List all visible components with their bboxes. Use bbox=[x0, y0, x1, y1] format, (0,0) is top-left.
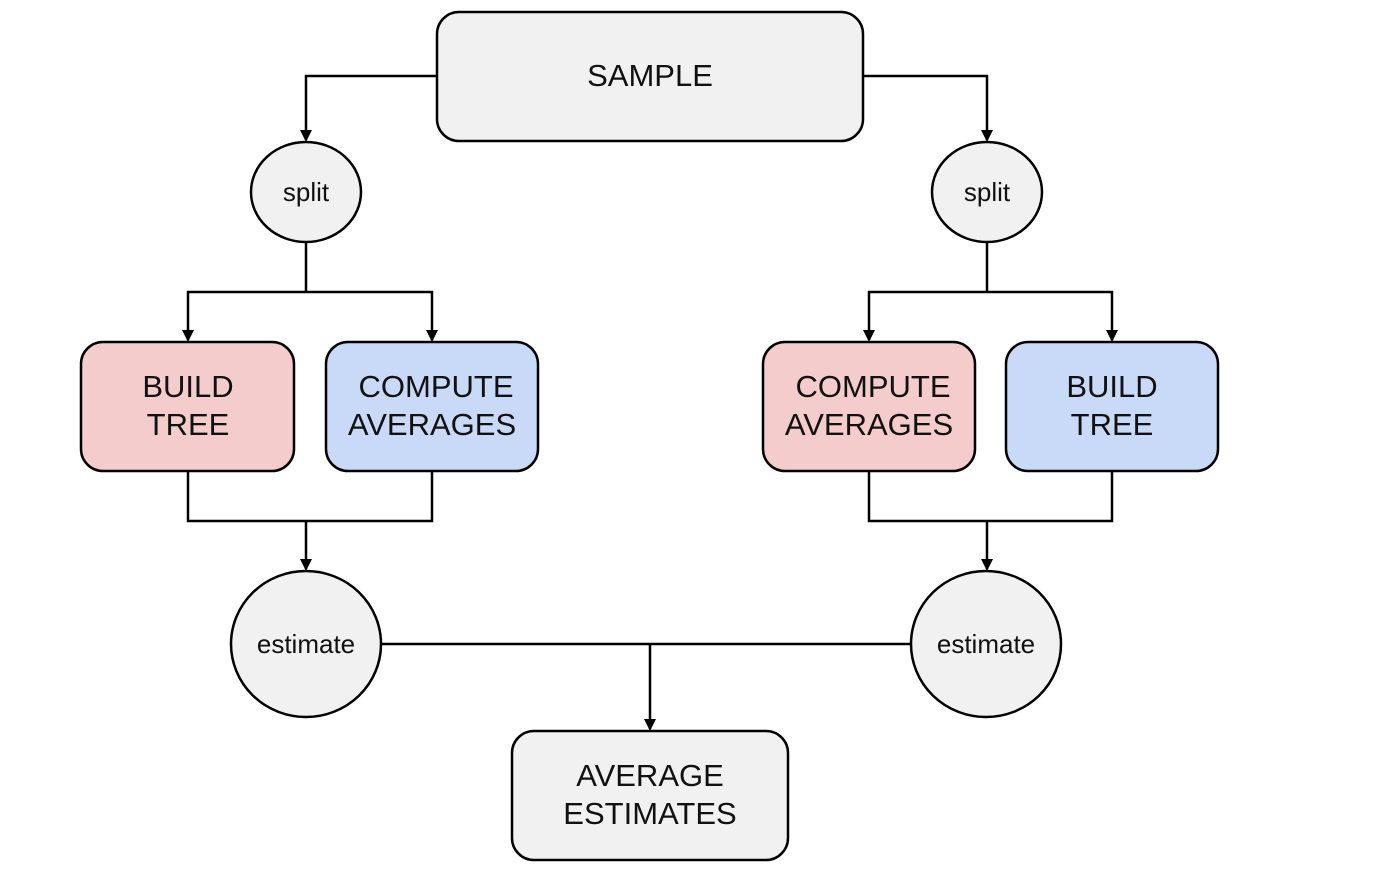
right-build-tree-box bbox=[1004, 340, 1220, 473]
average-estimates-line1: AVERAGE bbox=[576, 758, 724, 793]
sample-node: SAMPLE bbox=[435, 10, 865, 143]
edge-left-split-to-build-tree bbox=[182, 290, 306, 342]
right-build-tree-line1: BUILD bbox=[1066, 369, 1157, 404]
left-estimate-node: estimate bbox=[229, 569, 383, 719]
edge-left-split-to-compute-averages bbox=[306, 290, 438, 342]
left-build-tree-line2: TREE bbox=[147, 407, 230, 442]
right-compute-averages-line1: COMPUTE bbox=[796, 369, 951, 404]
right-build-tree-line2: TREE bbox=[1071, 407, 1154, 442]
left-split-label: split bbox=[283, 177, 330, 207]
right-compute-averages-node: COMPUTE AVERAGES bbox=[761, 340, 977, 473]
right-compute-averages-box bbox=[761, 340, 977, 473]
left-estimate-circle bbox=[229, 569, 383, 719]
edges bbox=[182, 74, 1118, 731]
left-compute-averages-line1: COMPUTE bbox=[359, 369, 514, 404]
right-estimate-circle bbox=[909, 569, 1063, 719]
left-build-tree-line1: BUILD bbox=[142, 369, 233, 404]
left-estimate-label: estimate bbox=[257, 629, 355, 659]
average-estimates-box bbox=[510, 729, 790, 862]
edge-sample-to-left-split bbox=[300, 74, 437, 142]
edge-right-merge bbox=[867, 472, 1114, 523]
right-split-circle bbox=[930, 140, 1044, 244]
right-split-node: split bbox=[930, 140, 1044, 244]
edge-sample-to-right-split bbox=[863, 74, 993, 142]
right-build-tree-node: BUILD TREE bbox=[1004, 340, 1220, 473]
sample-box bbox=[435, 10, 865, 143]
right-estimate-label: estimate bbox=[937, 629, 1035, 659]
average-estimates-node: AVERAGE ESTIMATES bbox=[510, 729, 790, 862]
left-compute-averages-line2: AVERAGES bbox=[348, 407, 516, 442]
edge-right-split-to-compute-averages bbox=[863, 290, 987, 342]
left-build-tree-node: BUILD TREE bbox=[79, 340, 296, 473]
right-compute-averages-line2: AVERAGES bbox=[785, 407, 953, 442]
right-estimate-node: estimate bbox=[909, 569, 1063, 719]
left-build-tree-box bbox=[79, 340, 296, 473]
left-compute-averages-node: COMPUTE AVERAGES bbox=[324, 340, 540, 473]
edge-left-merge bbox=[186, 472, 434, 523]
sample-label: SAMPLE bbox=[587, 58, 713, 93]
left-compute-averages-box bbox=[324, 340, 540, 473]
right-split-label: split bbox=[964, 177, 1011, 207]
average-estimates-line2: ESTIMATES bbox=[563, 796, 736, 831]
left-split-circle bbox=[249, 140, 363, 244]
edge-right-split-to-build-tree bbox=[987, 290, 1118, 342]
left-split-node: split bbox=[249, 140, 363, 244]
